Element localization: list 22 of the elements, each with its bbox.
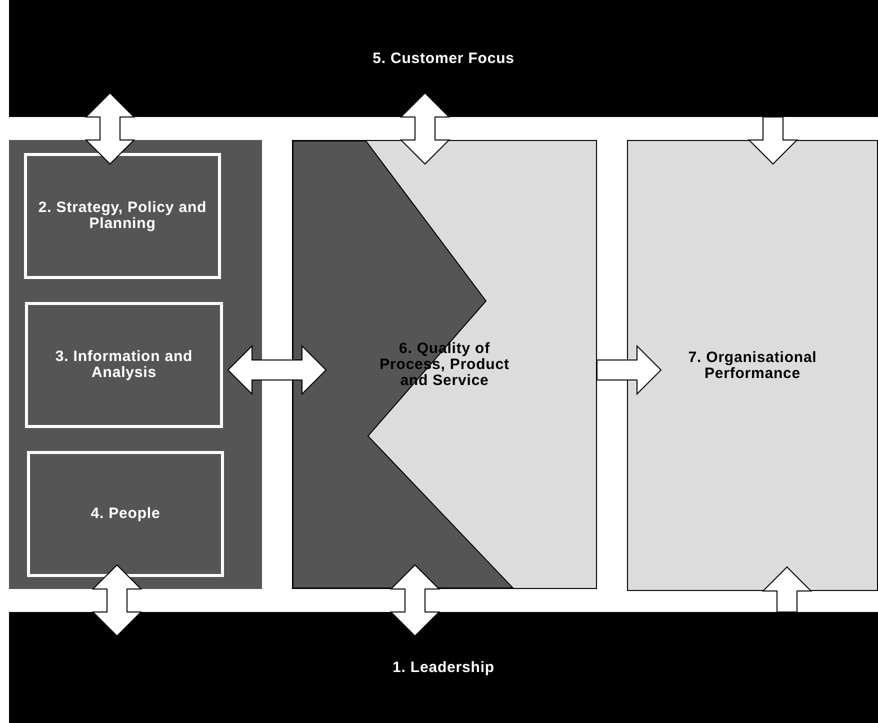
block-arrow [390, 564, 440, 637]
footer-band [9, 612, 878, 723]
node-label: 3. Information and Analysis [54, 349, 194, 381]
process-panel [292, 140, 597, 589]
block-arrow [92, 564, 142, 637]
criterion-box [27, 451, 224, 577]
block-arrow [762, 566, 812, 612]
block-arrow [227, 344, 327, 396]
header-band [9, 0, 878, 117]
criterion-box [24, 153, 221, 279]
panel-background [9, 140, 262, 589]
node-label: 4. People [90, 506, 160, 522]
block-arrow [400, 92, 450, 165]
node-label: 2. Strategy, Policy and Planning [37, 200, 208, 232]
block-arrow [748, 116, 798, 165]
criterion-box [25, 302, 223, 428]
block-arrow [596, 344, 662, 396]
node-label: 1. Leadership [392, 660, 494, 676]
node-label: 5. Customer Focus [372, 50, 514, 66]
node-label: 7. Organisational Performance [687, 350, 818, 382]
results-panel [627, 140, 878, 591]
block-arrow [84, 92, 136, 165]
